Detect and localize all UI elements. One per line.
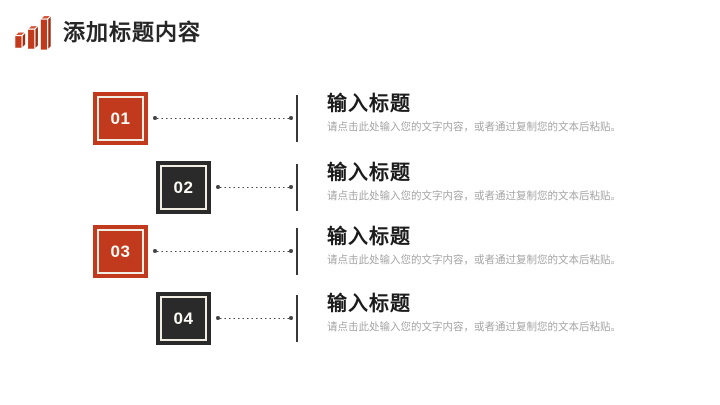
step-body: 请点击此处输入您的文字内容，或者通过复制您的文本后粘贴。 [327, 254, 621, 266]
bar-chart-icon [14, 14, 52, 51]
vertical-divider [296, 228, 298, 275]
dotted-connector [153, 116, 293, 120]
step-number: 01 [110, 108, 131, 128]
step-title: 输入标题 [327, 293, 411, 315]
slide-header: 添加标题内容 [12, 10, 201, 52]
vertical-divider [296, 95, 298, 142]
step-text: 输入标题 请点击此处输入您的文字内容，或者通过复制您的文本后粘贴。 [327, 293, 687, 334]
step-text: 输入标题 请点击此处输入您的文字内容，或者通过复制您的文本后粘贴。 [327, 162, 687, 203]
vertical-divider [296, 164, 298, 211]
step-number-box: 03 [93, 225, 148, 278]
dotted-connector [216, 316, 293, 320]
step-number-box: 02 [156, 161, 211, 214]
step-number-box: 04 [156, 292, 211, 345]
step-body: 请点击此处输入您的文字内容，或者通过复制您的文本后粘贴。 [327, 190, 621, 202]
step-body: 请点击此处输入您的文字内容，或者通过复制您的文本后粘贴。 [327, 121, 621, 133]
step-text: 输入标题 请点击此处输入您的文字内容，或者通过复制您的文本后粘贴。 [327, 93, 687, 134]
vertical-divider [296, 295, 298, 342]
dotted-connector [153, 249, 293, 253]
slide-title: 添加标题内容 [63, 20, 202, 45]
step-title: 输入标题 [327, 162, 411, 184]
step-number: 03 [110, 241, 131, 261]
step-number: 02 [173, 177, 194, 197]
step-body: 请点击此处输入您的文字内容，或者通过复制您的文本后粘贴。 [327, 321, 621, 333]
step-item-2: 02 输入标题 请点击此处输入您的文字内容，或者通过复制您的文本后粘贴。 [0, 161, 720, 214]
step-text: 输入标题 请点击此处输入您的文字内容，或者通过复制您的文本后粘贴。 [327, 226, 687, 267]
step-item-4: 04 输入标题 请点击此处输入您的文字内容，或者通过复制您的文本后粘贴。 [0, 292, 720, 345]
step-title: 输入标题 [327, 93, 411, 115]
dotted-connector [216, 185, 293, 189]
step-title: 输入标题 [327, 226, 411, 248]
step-item-1: 01 输入标题 请点击此处输入您的文字内容，或者通过复制您的文本后粘贴。 [0, 92, 720, 145]
step-number: 04 [173, 308, 194, 328]
step-item-3: 03 输入标题 请点击此处输入您的文字内容，或者通过复制您的文本后粘贴。 [0, 225, 720, 278]
step-number-box: 01 [93, 92, 148, 145]
